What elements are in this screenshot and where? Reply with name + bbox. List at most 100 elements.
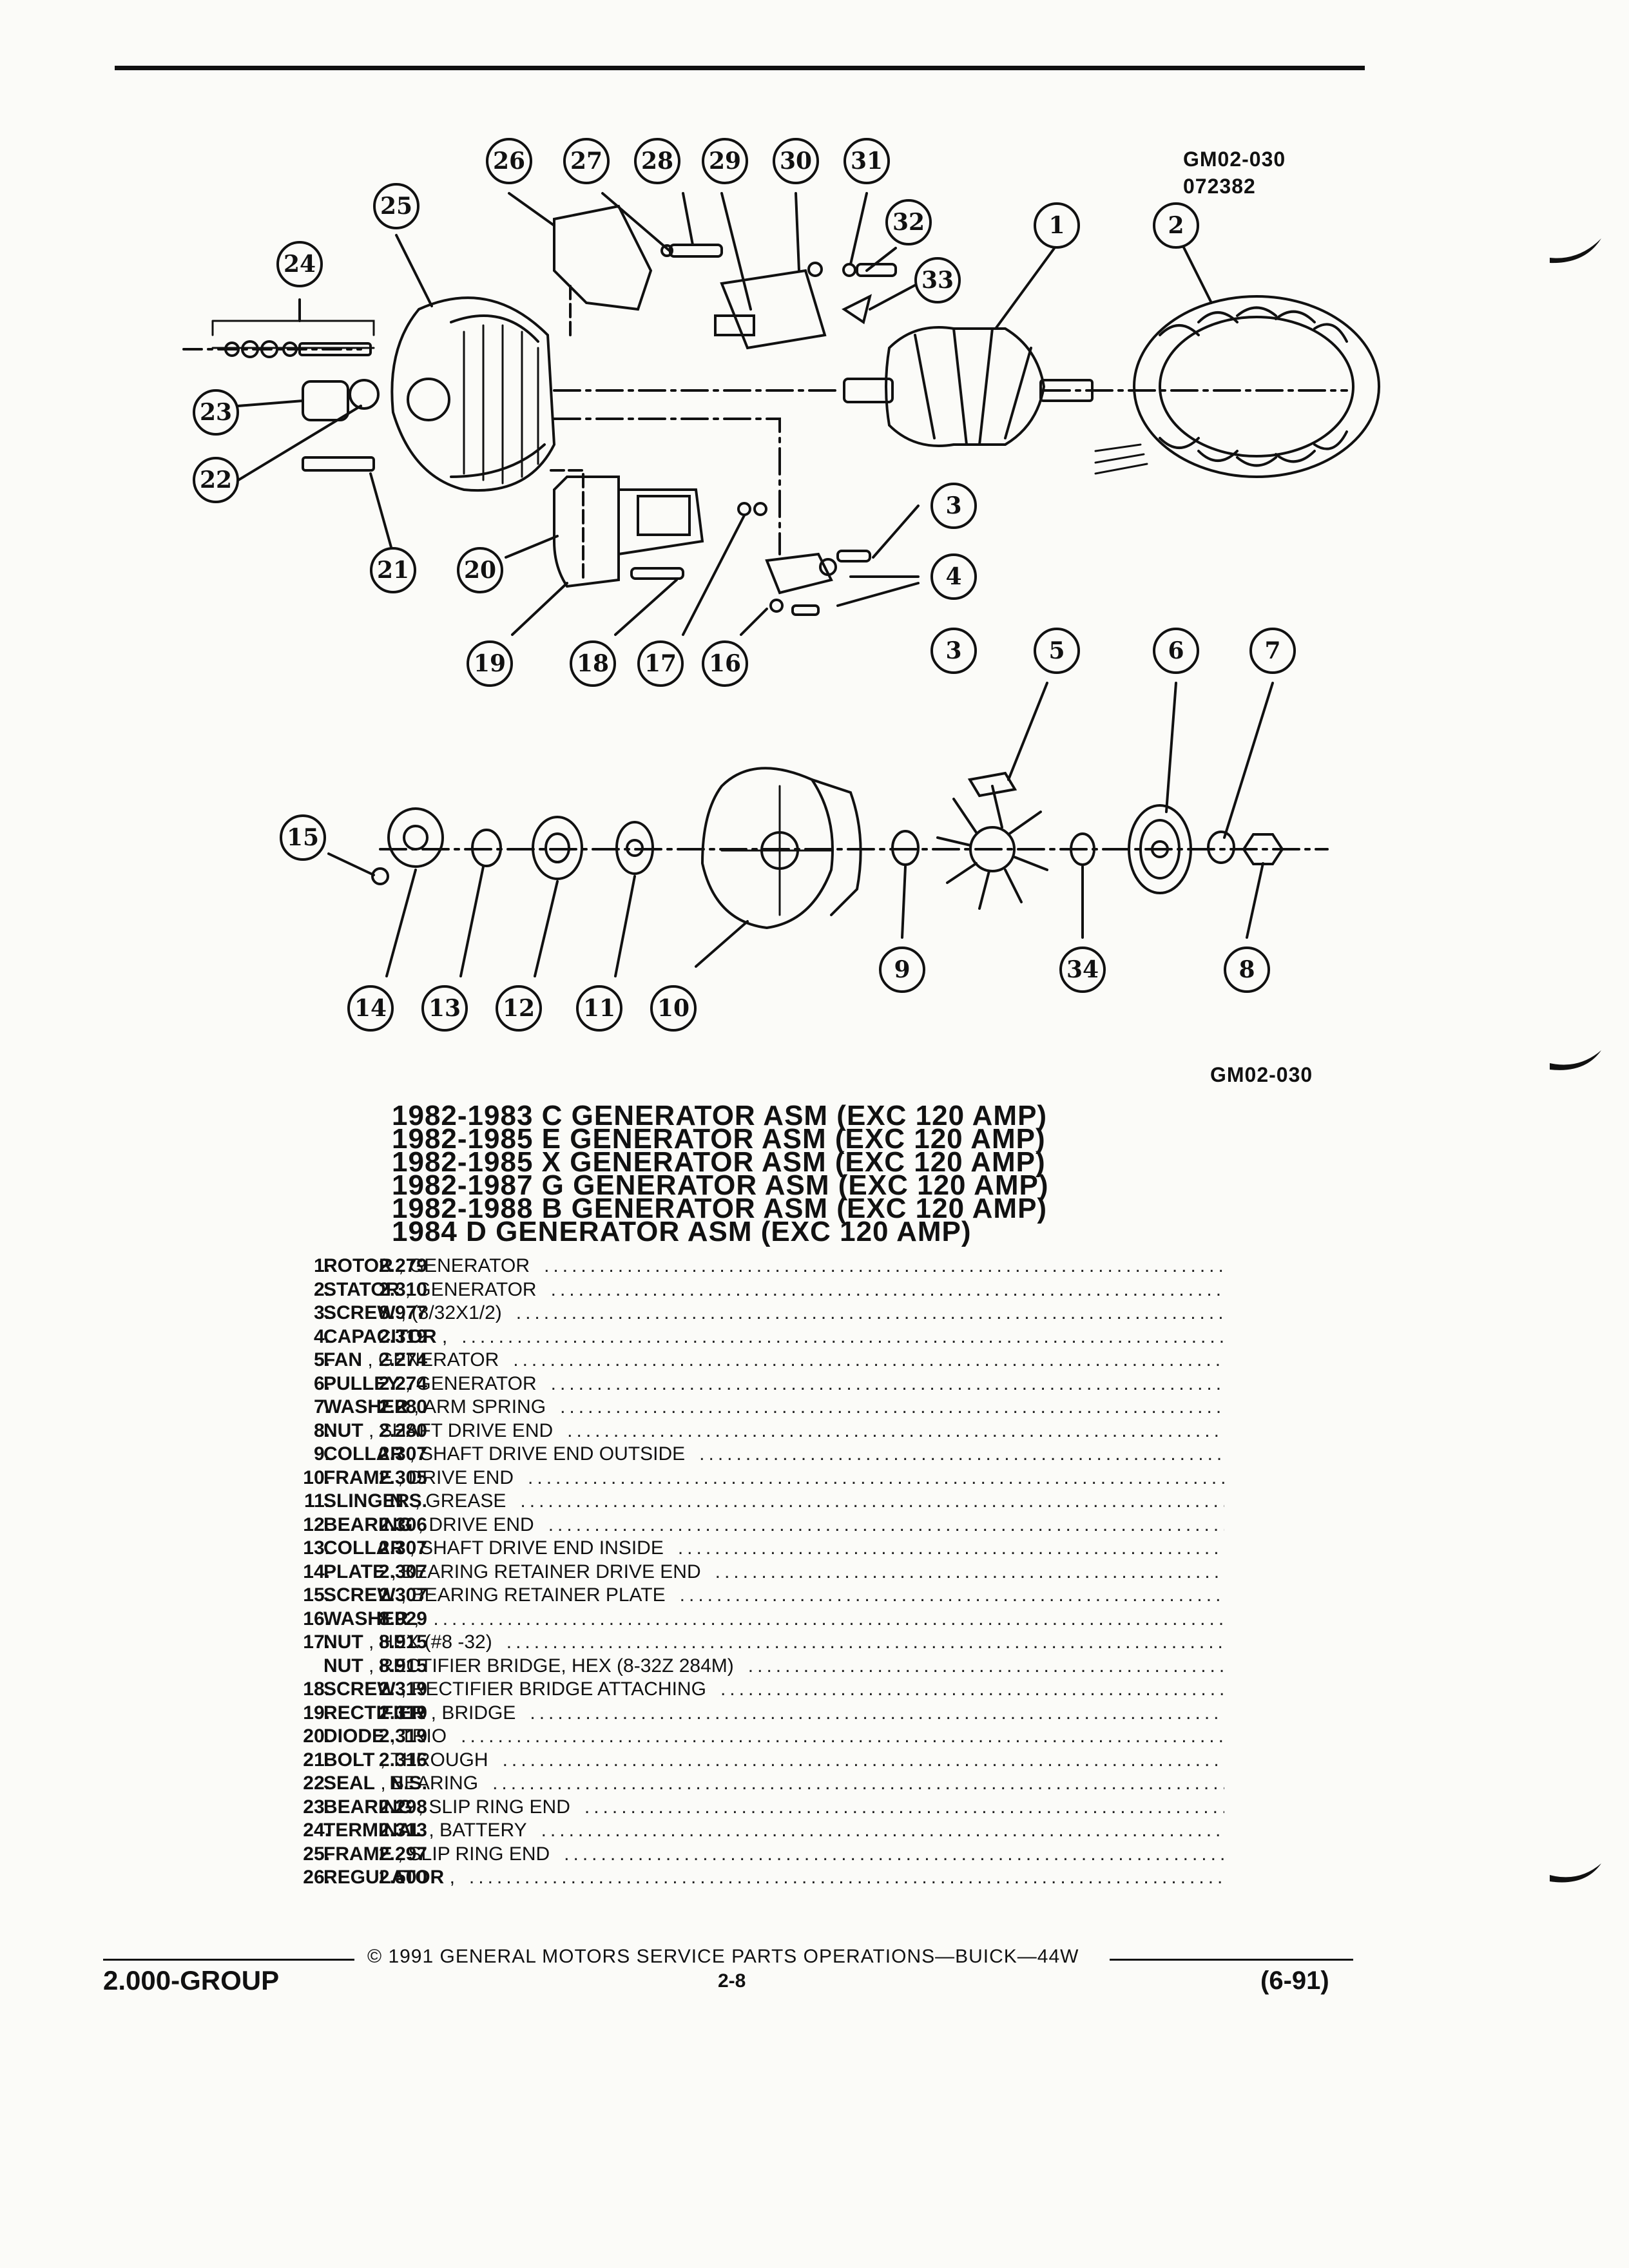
callout-label-22: 22: [200, 466, 232, 494]
catalog-number: 2.306: [378, 1514, 427, 1535]
callout-label-9: 9: [894, 956, 910, 983]
binding-mark-2: [1550, 1050, 1601, 1070]
part-name: SCREW: [323, 1678, 396, 1700]
part-description: CAPACITOR ,: [323, 1326, 1224, 1348]
part-detail: , HEX (#8 -32): [363, 1631, 492, 1653]
exploded-view-diagram: 1 2 3 4 3 5 6 7 8 9 10 11 12 13 14 15 16…: [182, 138, 1380, 1032]
dot-leader: [560, 1396, 1224, 1418]
part-detail: , BATTERY: [423, 1820, 527, 1841]
callout-label-24: 24: [284, 251, 316, 278]
part-description: PLATE , BEARING RETAINER DRIVE END: [323, 1561, 1224, 1583]
part-description: PULLEY , GENERATOR: [323, 1373, 1224, 1395]
callout-28: [634, 138, 680, 184]
item-number: 9.: [313, 1443, 330, 1465]
item-number: 10.: [303, 1466, 330, 1488]
callout-3a: [930, 483, 977, 529]
callout-label-27: 27: [570, 148, 602, 175]
revision-date: (6-91): [1260, 1966, 1329, 1995]
part-description: SCREW , RECTIFIER BRIDGE ATTACHING: [323, 1678, 1224, 1700]
part-description: SCREW , (8/32X1/2): [323, 1302, 1224, 1324]
dot-leader: [513, 1349, 1224, 1371]
callout-label-3b: 3: [945, 637, 961, 664]
dot-leader: [461, 1725, 1224, 1747]
catalog-number: 2.500: [378, 1867, 427, 1888]
callout-7: [1249, 628, 1296, 674]
callout-32: [885, 199, 932, 245]
figure-code-bottom: GM02-030: [1210, 1063, 1313, 1086]
item-number: 4.: [313, 1325, 330, 1347]
callout-label-26: 26: [493, 148, 525, 175]
dot-leader: [564, 1843, 1224, 1865]
part-description: WASHER , ARM SPRING: [323, 1396, 1224, 1418]
part-name: FAN: [323, 1349, 362, 1370]
callout-9: [879, 947, 925, 993]
catalog-number: 2.298: [378, 1796, 427, 1818]
part-description: RECTIFIER , BRIDGE: [323, 1702, 1224, 1724]
part-name: NUT: [323, 1419, 363, 1441]
slip-ring-frame-shape: [390, 296, 556, 492]
item-number: 19.: [303, 1702, 330, 1724]
callout-12: [496, 985, 542, 1032]
callout-25: [373, 183, 419, 229]
callout-2: [1153, 202, 1199, 249]
part-detail: , GENERATOR: [362, 1349, 499, 1370]
part-name: FRAME: [323, 1466, 392, 1488]
part-detail: , GENERATOR: [400, 1372, 537, 1394]
item-number: 18.: [303, 1678, 330, 1700]
dot-leader: [506, 1631, 1224, 1653]
callout-18: [570, 640, 616, 687]
part-name: STATOR: [323, 1278, 400, 1300]
catalog-number: 2.279: [378, 1255, 427, 1276]
item-number: 20.: [303, 1725, 330, 1747]
catalog-number: 2.307: [378, 1561, 427, 1582]
callout-label-19: 19: [474, 650, 506, 677]
assembly-title: 1982-1983 C GENERATOR ASM (EXC 120 AMP): [392, 1100, 1048, 1131]
assembly-titles: 1982-1983 C GENERATOR ASM (EXC 120 AMP) …: [392, 1100, 1049, 1247]
callout-label-32: 32: [892, 209, 925, 236]
catalog-number: 2.274: [378, 1372, 427, 1394]
dot-leader: [680, 1584, 1224, 1606]
parts-row: 11.N.S.SLINGER , GREASE: [116, 1490, 1224, 1514]
callout-22: [193, 457, 239, 503]
callout-label-1: 1: [1048, 212, 1065, 239]
callout-6: [1153, 628, 1199, 674]
part-description: FRAME , SLIP RING END: [323, 1843, 1224, 1865]
dot-leader: [541, 1820, 1224, 1841]
part-name: FRAME: [323, 1843, 392, 1865]
part-detail: , ARM SPRING: [408, 1396, 546, 1418]
part-name: WASHER: [323, 1608, 409, 1629]
catalog-number: 8.977: [378, 1302, 427, 1323]
callout-label-29: 29: [709, 148, 741, 175]
part-detail: , GREASE: [409, 1490, 506, 1512]
part-name: NUT: [323, 1655, 363, 1677]
assembly-title: 1984 D GENERATOR ASM (EXC 120 AMP): [392, 1216, 972, 1247]
figure-code-top: GM02-030 072382: [1183, 146, 1286, 200]
item-number: 13.: [303, 1537, 330, 1559]
callout-20: [457, 547, 503, 593]
item-number: 16.: [303, 1608, 330, 1629]
callout-11: [576, 985, 622, 1032]
catalog-number: 2.305: [378, 1466, 427, 1488]
part-description: SCREW , BEARING RETAINER PLATE: [323, 1584, 1224, 1606]
callout-label-21: 21: [377, 557, 409, 584]
callout-27: [563, 138, 610, 184]
part-description: BOLT , THROUGH: [323, 1749, 1224, 1771]
callout-26: [486, 138, 532, 184]
catalog-number: 8.929: [378, 1608, 427, 1629]
item-number: 24.: [303, 1820, 330, 1841]
callout-label-10: 10: [657, 995, 689, 1022]
item-number: 6.: [313, 1372, 330, 1394]
callout-label-8: 8: [1239, 956, 1255, 983]
part-name: COLLAR: [323, 1443, 404, 1465]
callout-3b: [930, 628, 977, 674]
callout-21: [370, 547, 416, 593]
footer-rule-left: [103, 1959, 354, 1961]
callout-label-5: 5: [1048, 637, 1065, 664]
